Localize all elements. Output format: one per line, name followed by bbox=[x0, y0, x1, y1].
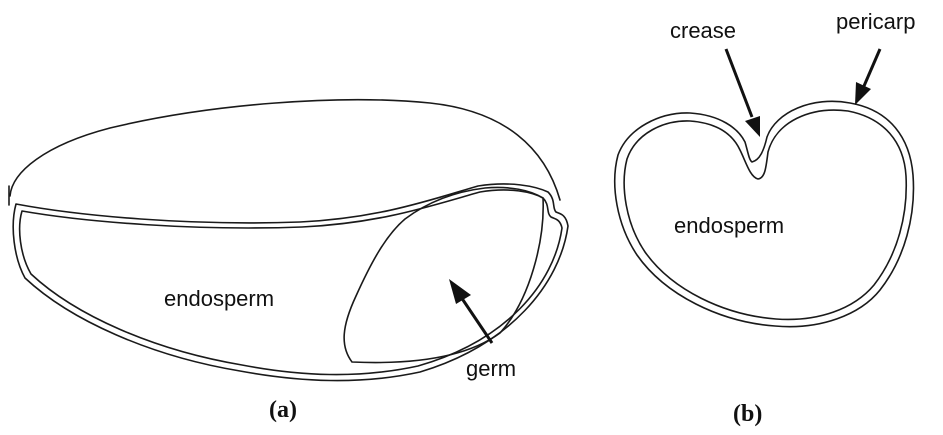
germ-label: germ bbox=[466, 356, 516, 381]
pericarp-label: pericarp bbox=[836, 9, 915, 34]
crease-arrow-head bbox=[745, 116, 760, 137]
germ-arrow-shaft bbox=[461, 297, 492, 343]
germ-arrow-head bbox=[449, 279, 471, 304]
kernel-body-outer bbox=[13, 184, 568, 381]
pericarp-arrow-head bbox=[855, 82, 871, 105]
caption-a: (a) bbox=[269, 397, 297, 423]
endosperm-label-a: endosperm bbox=[164, 286, 274, 311]
crease-arrow-shaft bbox=[726, 49, 752, 117]
crease-label: crease bbox=[670, 18, 736, 43]
pericarp-arrow-shaft bbox=[864, 49, 880, 86]
kernel-top-outline bbox=[10, 100, 560, 200]
caption-b: (b) bbox=[733, 401, 762, 427]
endosperm-label-b: endosperm bbox=[674, 213, 784, 238]
panel-a: endosperm germ (a) bbox=[9, 100, 568, 423]
kernel-body-inner bbox=[20, 190, 562, 375]
panel-b: crease pericarp endosperm (b) bbox=[615, 9, 916, 427]
